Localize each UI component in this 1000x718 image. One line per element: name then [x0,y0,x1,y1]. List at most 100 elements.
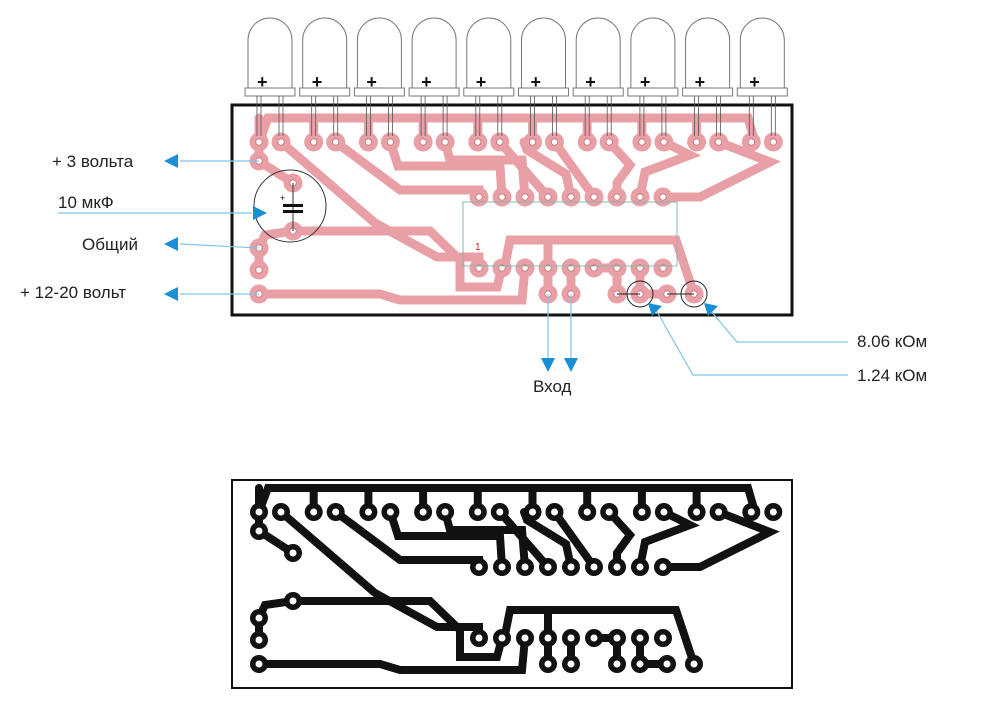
label-plus-3v: + 3 вольта [52,152,134,171]
capacitor-plate [283,210,303,213]
pad-hole [613,193,621,201]
trace-cathode-9 [659,508,780,571]
pad-hole [529,508,536,516]
led-polarity-mark: + [695,72,706,92]
pad-hole [255,138,263,146]
led-5: + [463,17,515,136]
led-flange [463,87,515,97]
pad-hole [475,634,483,642]
callout-arrow-common [164,237,178,251]
led-1: + [244,17,296,136]
pad-hole [521,193,529,201]
pad-hole [255,660,263,668]
trace-cathode-9 [658,137,782,202]
pad-hole [386,138,394,146]
pad-hole [255,636,263,644]
callout-arrow-plus-12-20v [164,287,178,301]
led-10: + [736,17,788,136]
trace-ground-2 [289,597,506,661]
trace-cathode-6 [550,137,599,202]
trace-ref-bus [501,606,698,668]
pad-hole [475,563,483,571]
led-flange [736,87,788,97]
capacitor-plus-mark: + [280,193,285,203]
pad-hole [419,138,427,146]
pad-hole [544,634,552,642]
pad-hole [636,634,644,642]
pad-hole [638,138,646,146]
pad-hole [441,138,449,146]
led-polarity-mark: + [312,72,323,92]
pad-hole [528,138,537,146]
pad-hole [583,508,591,516]
led-body [466,17,512,89]
led-flange [408,87,460,97]
pad-hole [255,527,263,535]
pad-hole [474,138,482,146]
pad-hole [364,138,372,146]
led-body [685,17,731,89]
pad-hole [332,138,340,146]
pad-hole [498,563,506,571]
pad-hole [277,508,285,516]
led-body [411,17,457,89]
pad-hole [567,193,575,201]
pad-hole [590,193,598,201]
trace-ref-bus [500,235,699,299]
pad-hole [544,563,552,571]
ic-pin1-mark: 1 [475,242,481,253]
pad-hole [715,508,723,516]
pad-hole [636,660,644,668]
led-4: + [408,17,460,136]
pad-hole [567,563,575,571]
led-flange [244,87,296,97]
led-polarity-mark: + [421,72,432,92]
led-body [247,17,293,89]
led-8: + [627,17,679,136]
label-plus-12-20v: + 12-20 вольт [20,283,127,302]
led-polarity-mark: + [257,72,268,92]
pad-hole [255,614,263,622]
trace-cathode-3 [385,137,507,202]
led-polarity-mark: + [531,72,542,92]
pad-hole [769,508,777,516]
trace-cathode-5 [495,508,552,571]
label-resistor-8k06: 8.06 кОм [857,332,928,351]
pad-hole [310,138,318,146]
led-body [575,17,621,89]
callout-line-8k06 [709,309,848,343]
pad-hole [475,193,483,201]
pad-hole [255,508,263,516]
pad-hole [590,634,598,642]
pad-hole [692,138,701,146]
pad-hole [277,138,285,146]
pad-hole [605,138,613,146]
led-6: + [518,17,569,136]
pad-hole [386,508,394,516]
pad-hole [498,193,506,201]
led-2: + [299,17,351,136]
led-3: + [353,17,405,136]
led-body [630,17,676,89]
trace-cathode-8 [635,137,702,202]
led-9: + [682,17,734,136]
pad-hole [289,549,297,557]
trace-cathode-4 [441,508,529,571]
led-polarity-mark: + [366,72,377,92]
pad-hole [659,563,667,571]
led-body [739,17,785,89]
capacitor-plate [283,204,303,207]
led-flange [572,87,624,97]
label-input: Вход [533,377,572,396]
pad-hole [567,660,575,668]
pad-hole [747,138,755,146]
callout-arrow-1k24 [648,303,662,316]
pad-hole [551,508,558,516]
pad-hole [714,138,723,146]
led-polarity-mark: + [585,72,596,92]
trace-cathode-6 [550,508,598,571]
pad-hole [544,193,552,201]
trace-supply [255,634,529,674]
pad-hole [693,508,701,516]
